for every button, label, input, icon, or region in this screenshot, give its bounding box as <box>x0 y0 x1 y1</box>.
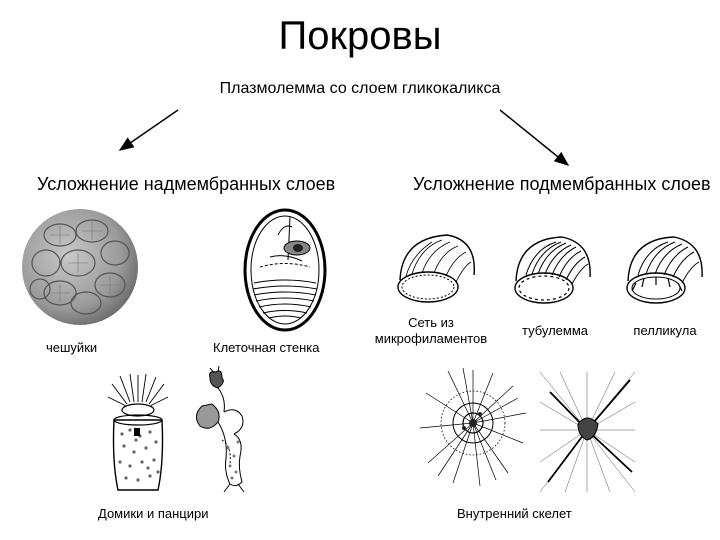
caption-microfilaments-line2: микрофиламентов <box>374 331 488 346</box>
arrow-right <box>499 109 570 166</box>
skeleton-illustration-1 <box>419 367 527 487</box>
caption-cell-wall: Клеточная стенка <box>213 340 320 355</box>
caption-scales: чешуйки <box>46 340 98 355</box>
tubulemma-illustration <box>514 236 591 304</box>
subtitle: Плазмолемма со слоем гликокаликса <box>219 80 501 97</box>
caption-houses: Домики и панцири <box>98 506 209 521</box>
caption-skeleton: Внутренний скелет <box>457 506 572 521</box>
page-title: Покровы <box>278 14 442 58</box>
scales-illustration <box>22 209 138 325</box>
lorica-illustration-1 <box>107 373 169 491</box>
arrow-left <box>118 109 179 151</box>
lorica-illustration-2 <box>196 365 245 493</box>
pellicle-illustration <box>626 236 703 304</box>
skeleton-illustration-2 <box>539 371 636 493</box>
microfilament-network-illustration <box>397 234 475 303</box>
right-branch-heading: Усложнение подмембранных слоев <box>413 174 711 194</box>
left-branch-heading: Усложнение надмембранных слоев <box>37 174 336 194</box>
caption-microfilaments-line1: Сеть из <box>408 315 454 330</box>
cell-wall-illustration <box>243 208 327 332</box>
caption-tubulemma: тубулемма <box>521 323 589 338</box>
caption-pellicle: пелликула <box>633 323 697 338</box>
